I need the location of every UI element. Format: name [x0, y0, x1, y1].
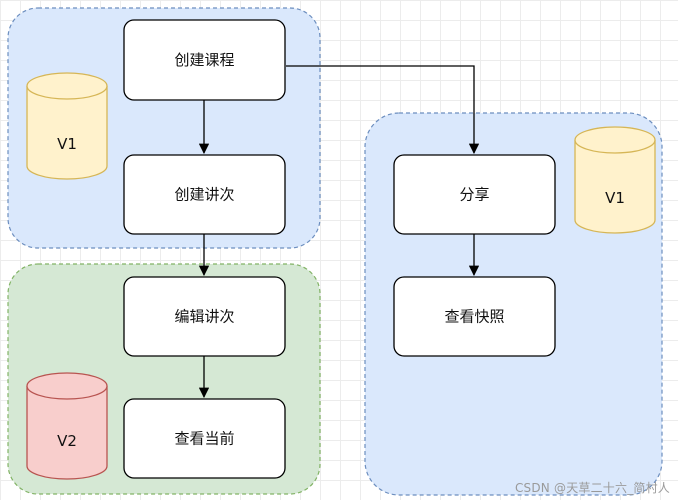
node-edit-lecture[interactable]: 编辑讲次: [123, 276, 286, 357]
database-v1-left-label: V1: [57, 135, 77, 153]
watermark-text: CSDN @天草二十六_简村人: [514, 481, 670, 495]
node-create-course-label: 创建课程: [174, 51, 234, 69]
node-share-label: 分享: [459, 186, 489, 204]
node-edit-lecture-label: 编辑讲次: [174, 308, 234, 326]
database-cylinder-v1-left[interactable]: V1: [26, 72, 108, 180]
node-view-snapshot-label: 查看快照: [444, 308, 504, 326]
node-view-snapshot[interactable]: 查看快照: [393, 276, 556, 357]
node-view-current-label: 查看当前: [174, 430, 234, 448]
node-create-course[interactable]: 创建课程: [123, 19, 286, 101]
database-cylinder-v1-right[interactable]: V1: [574, 126, 656, 234]
node-create-lecture-label: 创建讲次: [174, 186, 234, 204]
node-create-lecture[interactable]: 创建讲次: [123, 154, 286, 235]
edge-create-course-to-share: [286, 65, 480, 155]
node-share[interactable]: 分享: [393, 154, 556, 235]
database-v1-right-label: V1: [605, 189, 625, 207]
database-v2-left-label: V2: [57, 432, 77, 450]
database-cylinder-v2-left[interactable]: V2: [26, 372, 108, 480]
node-view-current[interactable]: 查看当前: [123, 398, 286, 479]
